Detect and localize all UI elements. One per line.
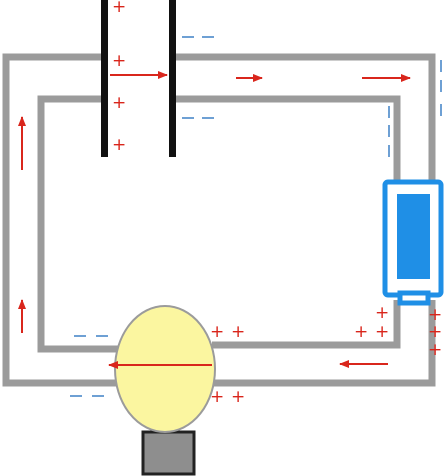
plus-sign: +: [231, 387, 245, 407]
plus-sign: +: [428, 322, 442, 342]
parallel-plate-capacitor: [101, 0, 176, 157]
plus-sign: +: [428, 305, 442, 325]
plus-sign: +: [112, 135, 126, 155]
plus-sign: +: [112, 93, 126, 113]
plus-sign: +: [112, 0, 126, 17]
battery: [382, 179, 444, 306]
plus-sign: +: [231, 322, 245, 342]
inner-wire-left: [37, 95, 120, 353]
battery-cell: [397, 194, 430, 279]
bulb-base: [141, 430, 196, 476]
plus-sign: +: [112, 51, 126, 71]
plus-sign: +: [375, 303, 389, 323]
plus-sign: +: [210, 387, 224, 407]
circuit-wires: [2, 53, 436, 387]
inner-wire-right: [172, 95, 401, 182]
outer-wire-right: [172, 53, 436, 182]
bulb-glass: [114, 305, 216, 433]
outer-wire-bottom: [212, 300, 436, 387]
inner-wire-bottom: [212, 300, 401, 349]
plus-sign: +: [375, 322, 389, 342]
plus-sign: +: [354, 322, 368, 342]
current-direction-arrows: [18, 71, 411, 369]
outer-wire-left: [2, 53, 120, 387]
capacitor-plate-left: [101, 0, 108, 157]
light-bulb: [114, 305, 216, 476]
negative-charges: [70, 36, 442, 397]
positive-charges: + + + + + + + + + + + + + +: [112, 0, 442, 407]
plus-sign: +: [210, 322, 224, 342]
battery-terminal: [397, 290, 431, 306]
plus-sign: +: [428, 340, 442, 360]
capacitor-plate-right: [169, 0, 176, 157]
